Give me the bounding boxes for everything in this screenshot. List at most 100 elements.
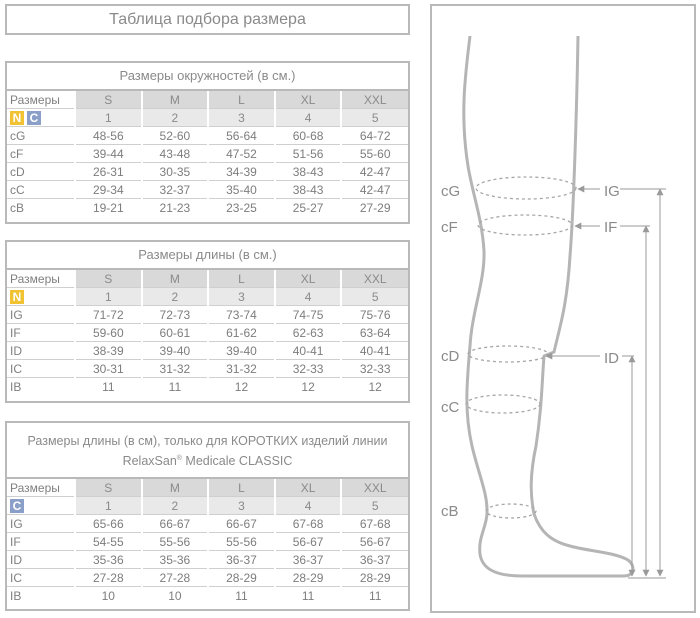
label-id: ID	[604, 350, 619, 367]
size-number: 3	[207, 496, 275, 515]
cell: 54-55	[74, 532, 142, 551]
table-row: cF 39-44 43-48 47-52 51-56 55-60	[7, 144, 408, 163]
label-cb: cB	[441, 503, 459, 520]
cell: 28-29	[340, 568, 408, 587]
cell: 35-36	[140, 550, 209, 569]
cell: 27-28	[140, 568, 209, 587]
cell: 51-56	[273, 144, 342, 163]
length-grid: Размеры S M L XL XXL N 1 2 3 4 5 IG 71-7…	[7, 270, 408, 395]
cell: 12	[273, 377, 342, 395]
size-number: 5	[340, 108, 408, 127]
cell: 19-21	[74, 198, 142, 216]
size-number: 4	[273, 287, 342, 306]
cell: 52-60	[140, 126, 209, 145]
size-xxl: XXL	[340, 270, 408, 288]
row-label: cC	[7, 180, 75, 199]
label-if: IF	[604, 219, 617, 236]
size-number: 1	[74, 287, 142, 306]
product-line: Medicale CLASSIC	[181, 454, 293, 469]
ellipse-cb	[485, 503, 537, 519]
cell: 12	[340, 377, 408, 395]
table-row: IC 27-28 27-28 28-29 28-29 28-29	[7, 568, 408, 587]
cell: 28-29	[273, 568, 342, 587]
cell: 11	[140, 377, 209, 395]
cell: 11	[340, 586, 408, 604]
cell: 39-40	[207, 341, 275, 360]
table-row: IB 10 10 11 11 11	[7, 586, 408, 604]
short-length-caption-line2: RelaxSan® Medicale CLASSIC	[7, 450, 408, 470]
row-label: cG	[7, 126, 75, 145]
cell: 47-52	[207, 144, 275, 163]
short-length-caption: Размеры длины (в см), только для КОРОТКИ…	[7, 423, 408, 479]
size-number: 5	[340, 496, 408, 515]
cell: 67-68	[273, 514, 342, 533]
size-number: 4	[273, 108, 342, 127]
cell: 38-39	[74, 341, 142, 360]
brand-name: RelaxSan	[122, 454, 177, 469]
cell: 39-44	[74, 144, 142, 163]
table-row: IG 65-66 66-67 66-67 67-68 67-68	[7, 514, 408, 533]
size-number: 3	[207, 108, 275, 127]
cell: 56-64	[207, 126, 275, 145]
cell: 61-62	[207, 323, 275, 342]
cell: 32-33	[340, 359, 408, 378]
size-number: 2	[140, 287, 209, 306]
size-xxl: XXL	[340, 91, 408, 109]
size-s: S	[74, 270, 142, 288]
cell: 43-48	[140, 144, 209, 163]
table-row: cC 29-34 32-37 35-40 38-43 42-47	[7, 180, 408, 199]
ellipse-cg	[475, 176, 577, 200]
table-row: IB 11 11 12 12 12	[7, 377, 408, 395]
cell: 36-37	[340, 550, 408, 569]
badge-cell: C	[7, 496, 75, 515]
cell: 27-29	[340, 198, 408, 216]
cell: 56-67	[340, 532, 408, 551]
cell: 60-68	[273, 126, 342, 145]
size-l: L	[207, 270, 275, 288]
length-table: Размеры длины (в см.) Размеры S M L XL X…	[5, 240, 410, 403]
cell: 31-32	[207, 359, 275, 378]
label-cd: cD	[441, 348, 460, 365]
size-l: L	[207, 91, 275, 109]
row-label: IC	[7, 359, 75, 378]
table-row: IC 30-31 31-32 31-32 32-33 32-33	[7, 359, 408, 378]
badge-c: C	[27, 110, 41, 125]
cell: 35-40	[207, 180, 275, 199]
leg-diagram: cG cF cD cC cB IG IF ID	[441, 35, 666, 579]
cell: 32-33	[273, 359, 342, 378]
cell: 10	[74, 586, 142, 604]
size-m: M	[140, 270, 209, 288]
size-xxl: XXL	[340, 479, 408, 497]
table-row: ID 38-39 39-40 39-40 40-41 40-41	[7, 341, 408, 360]
cell: 28-29	[207, 568, 275, 587]
cell: 42-47	[340, 180, 408, 199]
size-xl: XL	[273, 479, 342, 497]
cell: 34-39	[207, 162, 275, 181]
row-label: cF	[7, 144, 75, 163]
table-row: ID 35-36 35-36 36-37 36-37 36-37	[7, 550, 408, 569]
cell: 30-35	[140, 162, 209, 181]
badge-c: C	[10, 498, 24, 513]
label-cc: cC	[441, 399, 460, 416]
label-cg: cG	[441, 183, 460, 200]
table-row: cB 19-21 21-23 23-25 25-27 27-29	[7, 198, 408, 216]
row-label: IB	[10, 588, 22, 603]
size-m: M	[140, 479, 209, 497]
sizes-label: Размеры	[7, 270, 75, 288]
registered-mark: ®	[176, 455, 182, 462]
cell: 31-32	[140, 359, 209, 378]
cell: 11	[74, 377, 142, 395]
row-label: ID	[7, 341, 75, 360]
short-length-grid: Размеры S M L XL XXL C 1 2 3 4 5 IG 65-6…	[7, 479, 408, 604]
cell: 21-23	[140, 198, 209, 216]
cell: 39-40	[140, 341, 209, 360]
cell: 27-28	[74, 568, 142, 587]
circumference-table: Размеры окружностей (в см.) Размеры S M …	[5, 61, 410, 224]
row-label: IG	[7, 514, 75, 533]
size-number: 2	[140, 108, 209, 127]
row-label: cB	[10, 200, 25, 215]
badge-n: N	[10, 289, 24, 304]
cell: 26-31	[74, 162, 142, 181]
